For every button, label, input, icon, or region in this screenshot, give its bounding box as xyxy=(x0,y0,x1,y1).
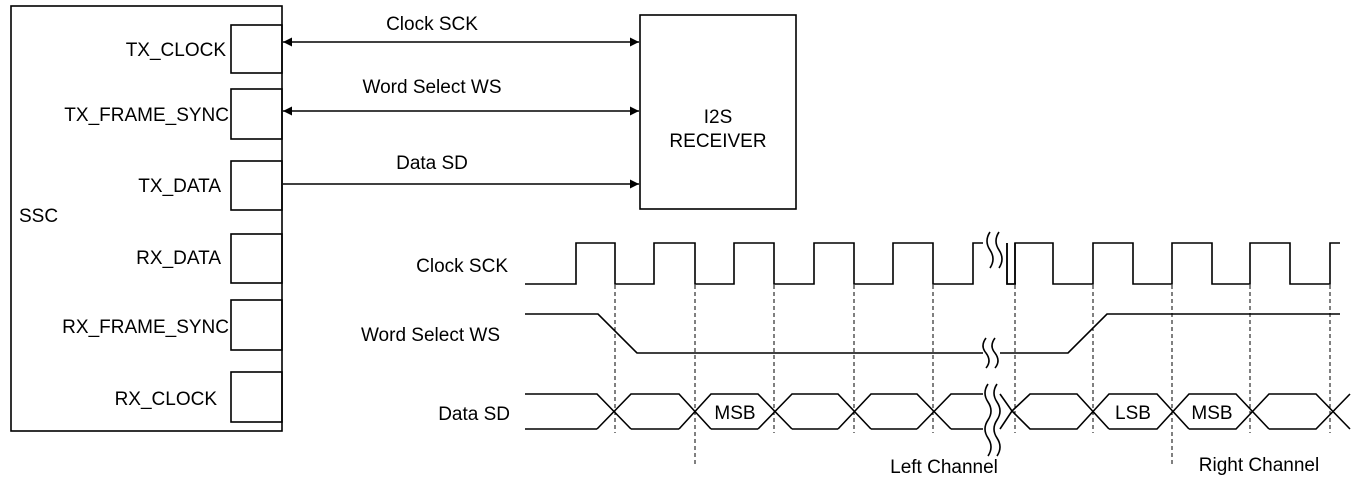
link-clock: Clock SCK xyxy=(283,14,639,47)
ws-waveform xyxy=(525,313,983,354)
port-box xyxy=(230,88,283,140)
link-word-select: Word Select WS xyxy=(283,77,639,116)
timing-label-clock: Clock SCK xyxy=(416,256,508,277)
timing-label-data: Data SD xyxy=(438,404,510,425)
data-cell-msb-right: MSB xyxy=(1191,403,1232,424)
link-label: Word Select WS xyxy=(362,77,501,98)
left-channel-label: Left Channel xyxy=(890,457,998,477)
port-label: TX_DATA xyxy=(138,176,221,197)
clock-waveform-right xyxy=(1006,242,1340,285)
ssc-box xyxy=(10,5,283,432)
receiver-title: I2S xyxy=(704,107,733,128)
ws-waveform-right xyxy=(1000,313,1340,354)
port-label: TX_CLOCK xyxy=(126,40,227,61)
ws-break-icon xyxy=(982,337,999,369)
port-rx-data: RX_DATA xyxy=(136,233,283,284)
link-data: Data SD xyxy=(283,153,639,189)
port-label: RX_FRAME_SYNC xyxy=(62,317,229,338)
right-channel-label: Right Channel xyxy=(1199,455,1319,476)
i2s-receiver: I2S RECEIVER xyxy=(639,14,797,210)
port-rx-frame-sync: RX_FRAME_SYNC xyxy=(62,299,283,351)
receiver-subtitle: RECEIVER xyxy=(669,131,766,152)
receiver-box xyxy=(639,14,797,210)
timing-guides xyxy=(614,285,1331,465)
timing-label-ws: Word Select WS xyxy=(361,325,500,346)
port-label: RX_CLOCK xyxy=(115,389,218,410)
data-waveform-right xyxy=(999,393,1351,430)
port-box xyxy=(230,160,283,211)
ssc-block: SSC TX_CLOCK TX_FRAME_SYNC TX_DATA RX_DA… xyxy=(10,5,283,432)
port-label: TX_FRAME_SYNC xyxy=(64,105,229,126)
data-cell-msb-left: MSB xyxy=(714,403,755,424)
clock-break-icon xyxy=(986,231,1003,269)
port-box xyxy=(230,233,283,284)
port-tx-data: TX_DATA xyxy=(138,160,283,211)
port-label: RX_DATA xyxy=(136,248,221,269)
port-box xyxy=(230,371,283,423)
port-box xyxy=(230,24,283,74)
port-tx-clock: TX_CLOCK xyxy=(126,24,283,74)
port-tx-frame-sync: TX_FRAME_SYNC xyxy=(64,88,283,140)
port-box xyxy=(230,299,283,351)
ssc-label: SSC xyxy=(19,206,58,227)
data-cell-lsb: LSB xyxy=(1115,403,1151,424)
link-label: Clock SCK xyxy=(386,14,478,35)
link-label: Data SD xyxy=(396,153,468,174)
clock-waveform xyxy=(525,242,983,285)
data-break-icon xyxy=(984,383,1001,457)
data-waveform-top xyxy=(525,393,983,430)
port-rx-clock: RX_CLOCK xyxy=(115,371,283,423)
